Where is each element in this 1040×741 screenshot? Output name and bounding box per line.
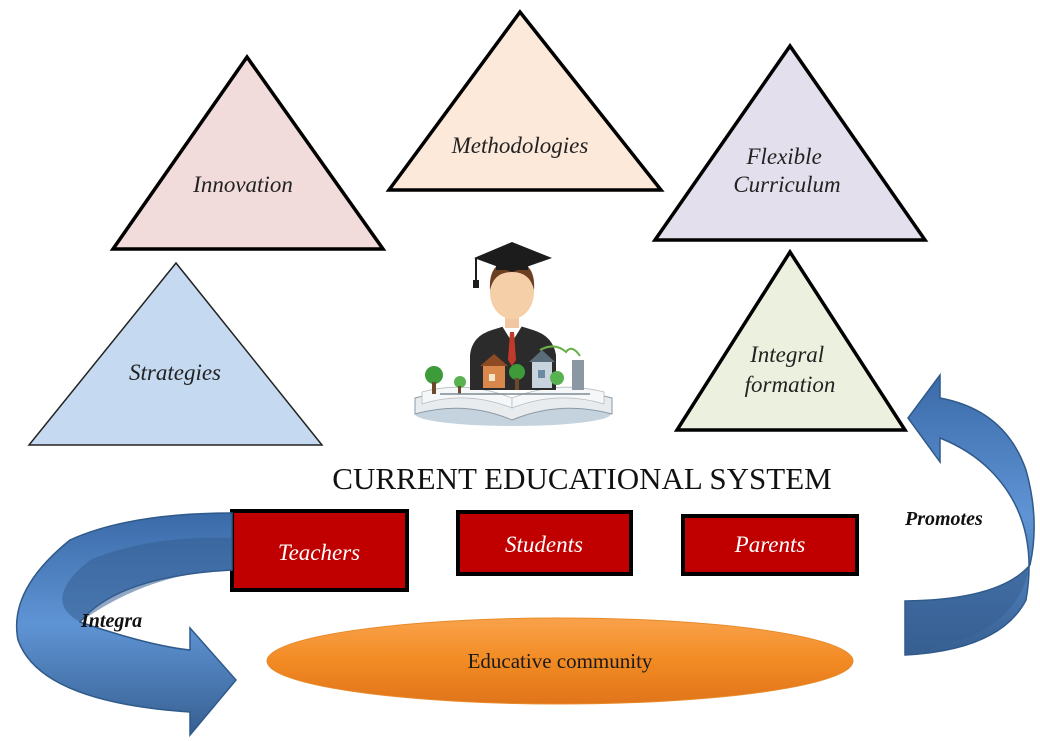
educative-community: Educative community bbox=[266, 617, 854, 705]
triangle-integral-formation: Integral formation bbox=[673, 248, 909, 432]
triangle-methodologies-shape bbox=[385, 9, 665, 192]
triangle-strategies-label: Strategies bbox=[129, 360, 221, 385]
integra-label: Integra bbox=[80, 610, 142, 632]
educative-community-label: Educative community bbox=[468, 649, 653, 673]
educative-community-shape bbox=[266, 617, 854, 705]
actor-box-students-shape bbox=[456, 510, 633, 576]
integra-arrow-icon bbox=[15, 512, 237, 738]
promotes-label: Promotes bbox=[904, 508, 983, 530]
actor-box-teachers: Teachers bbox=[230, 509, 409, 592]
actor-box-parents-shape bbox=[681, 514, 859, 576]
triangle-methodologies: Methodologies bbox=[385, 9, 665, 192]
diagram-title: CURRENT EDUCATIONAL SYSTEM bbox=[332, 461, 831, 496]
triangle-integral-formation-label: Integral formation bbox=[745, 342, 836, 397]
triangle-flexible-curriculum-label: Flexible Curriculum bbox=[733, 144, 840, 197]
actor-box-teachers-label: Teachers bbox=[278, 540, 360, 565]
graduate-with-book-icon bbox=[414, 242, 613, 426]
triangle-strategies: Strategies bbox=[27, 261, 324, 446]
actor-box-students: Students bbox=[456, 510, 633, 576]
triangle-strategies-shape bbox=[27, 261, 324, 446]
triangle-methodologies-label: Methodologies bbox=[451, 133, 589, 158]
triangle-integral-formation-shape bbox=[673, 248, 909, 432]
triangle-flexible-curriculum: Flexible Curriculum bbox=[651, 42, 929, 242]
actor-box-parents: Parents bbox=[681, 514, 859, 576]
triangle-flexible-curriculum-shape bbox=[651, 42, 929, 242]
actor-box-parents-label: Parents bbox=[734, 532, 806, 557]
triangle-innovation-label: Innovation bbox=[192, 172, 293, 197]
triangle-innovation: Innovation bbox=[109, 53, 387, 251]
promotes-arrow-icon bbox=[904, 372, 1035, 656]
actor-box-students-label: Students bbox=[505, 532, 583, 557]
triangle-innovation-shape bbox=[109, 53, 387, 251]
